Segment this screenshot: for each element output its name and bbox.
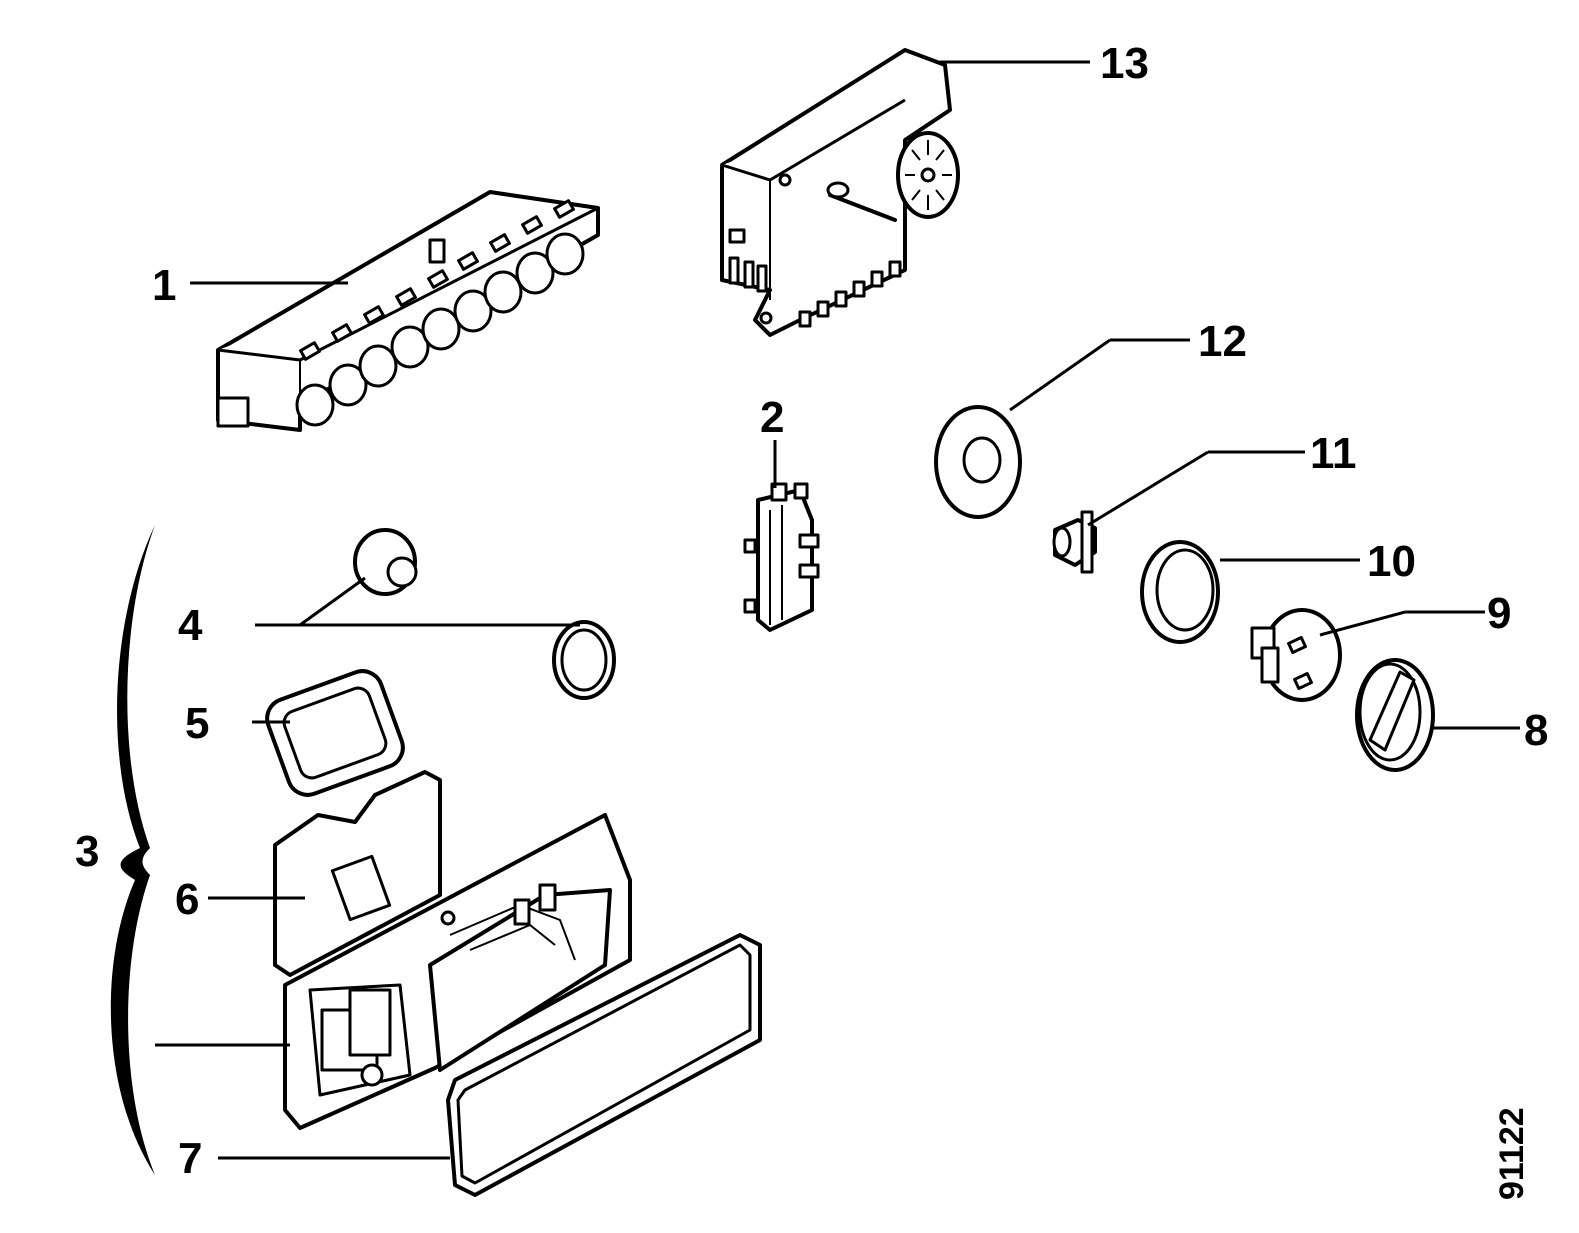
part-12-washer-icon [934, 405, 1022, 519]
label-4: 4 [178, 601, 203, 650]
label-11: 11 [1310, 429, 1357, 478]
leader-lines [155, 60, 1520, 1160]
label-1: 1 [152, 261, 176, 310]
label-5: 5 [185, 699, 209, 748]
part-9-knob-base-icon [1250, 608, 1342, 702]
label-9: 9 [1487, 589, 1511, 638]
part-13-timer-icon [720, 48, 960, 337]
diagram-id: 91122 [1493, 1107, 1531, 1200]
label-6: 6 [175, 875, 199, 924]
part-6-dispenser-icon [273, 770, 632, 1130]
label-12: 12 [1198, 317, 1247, 366]
label-13: 13 [1100, 39, 1149, 88]
label-8: 8 [1524, 706, 1548, 755]
part-8-knob-icon [1355, 658, 1435, 772]
part-10-ring-icon [1140, 540, 1220, 644]
part-4-valve-icon [353, 528, 616, 700]
label-7: 7 [178, 1134, 202, 1183]
part-1-button-strip-icon [216, 190, 600, 432]
part-7-gasket-icon [446, 933, 762, 1197]
label-3: 3 [75, 827, 99, 876]
part-2-switch-icon [743, 482, 820, 632]
part-5-gasket-icon [265, 669, 405, 797]
label-10: 10 [1367, 537, 1416, 586]
part-11-clip-icon [1052, 510, 1097, 574]
label-2: 2 [760, 393, 784, 442]
group-3-brace [110, 525, 155, 1175]
